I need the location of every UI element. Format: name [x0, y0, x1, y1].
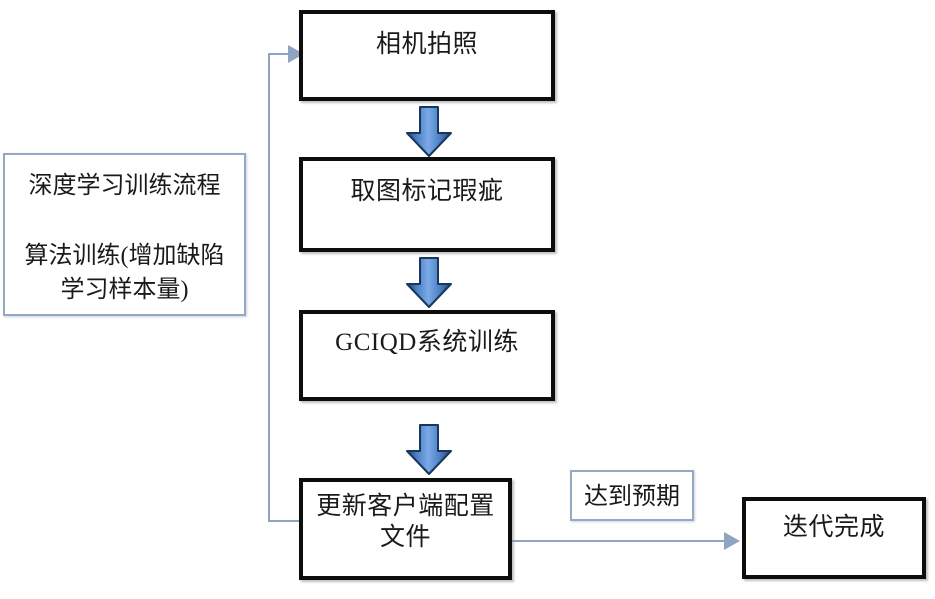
block-arrow-capture-to-mark — [405, 106, 453, 158]
condition-label-text: 达到预期 — [584, 484, 680, 510]
feedback-edge-segment-bottom — [268, 520, 302, 522]
node-gciqd-training-label: GCIQD系统训练 — [335, 329, 519, 356]
node-update-config-label: 更新客户端配置 文件 — [316, 493, 495, 551]
node-update-config[interactable]: 更新客户端配置 文件 — [299, 478, 512, 580]
training-note-label: 深度学习训练流程 算法训练(增加缺陷 学习样本量) — [24, 173, 225, 304]
feedback-edge-segment-top — [268, 53, 292, 55]
success-edge-arrowhead — [724, 532, 740, 550]
node-capture-label: 相机拍照 — [375, 31, 478, 58]
node-mark-defect[interactable]: 取图标记瑕疵 — [299, 157, 555, 252]
node-mark-defect-label: 取图标记瑕疵 — [350, 178, 504, 205]
training-note-box: 深度学习训练流程 算法训练(增加缺陷 学习样本量) — [3, 153, 246, 316]
node-gciqd-training[interactable]: GCIQD系统训练 — [299, 310, 555, 401]
success-edge-line — [511, 540, 728, 542]
node-capture[interactable]: 相机拍照 — [299, 10, 555, 101]
node-iteration-done[interactable]: 迭代完成 — [742, 497, 926, 579]
block-arrow-mark-to-gciqd — [405, 257, 453, 309]
condition-label-box: 达到预期 — [570, 470, 694, 521]
feedback-edge-segment-left — [268, 53, 270, 522]
block-arrow-gciqd-to-update — [405, 424, 453, 476]
node-iteration-done-label: 迭代完成 — [782, 514, 885, 541]
